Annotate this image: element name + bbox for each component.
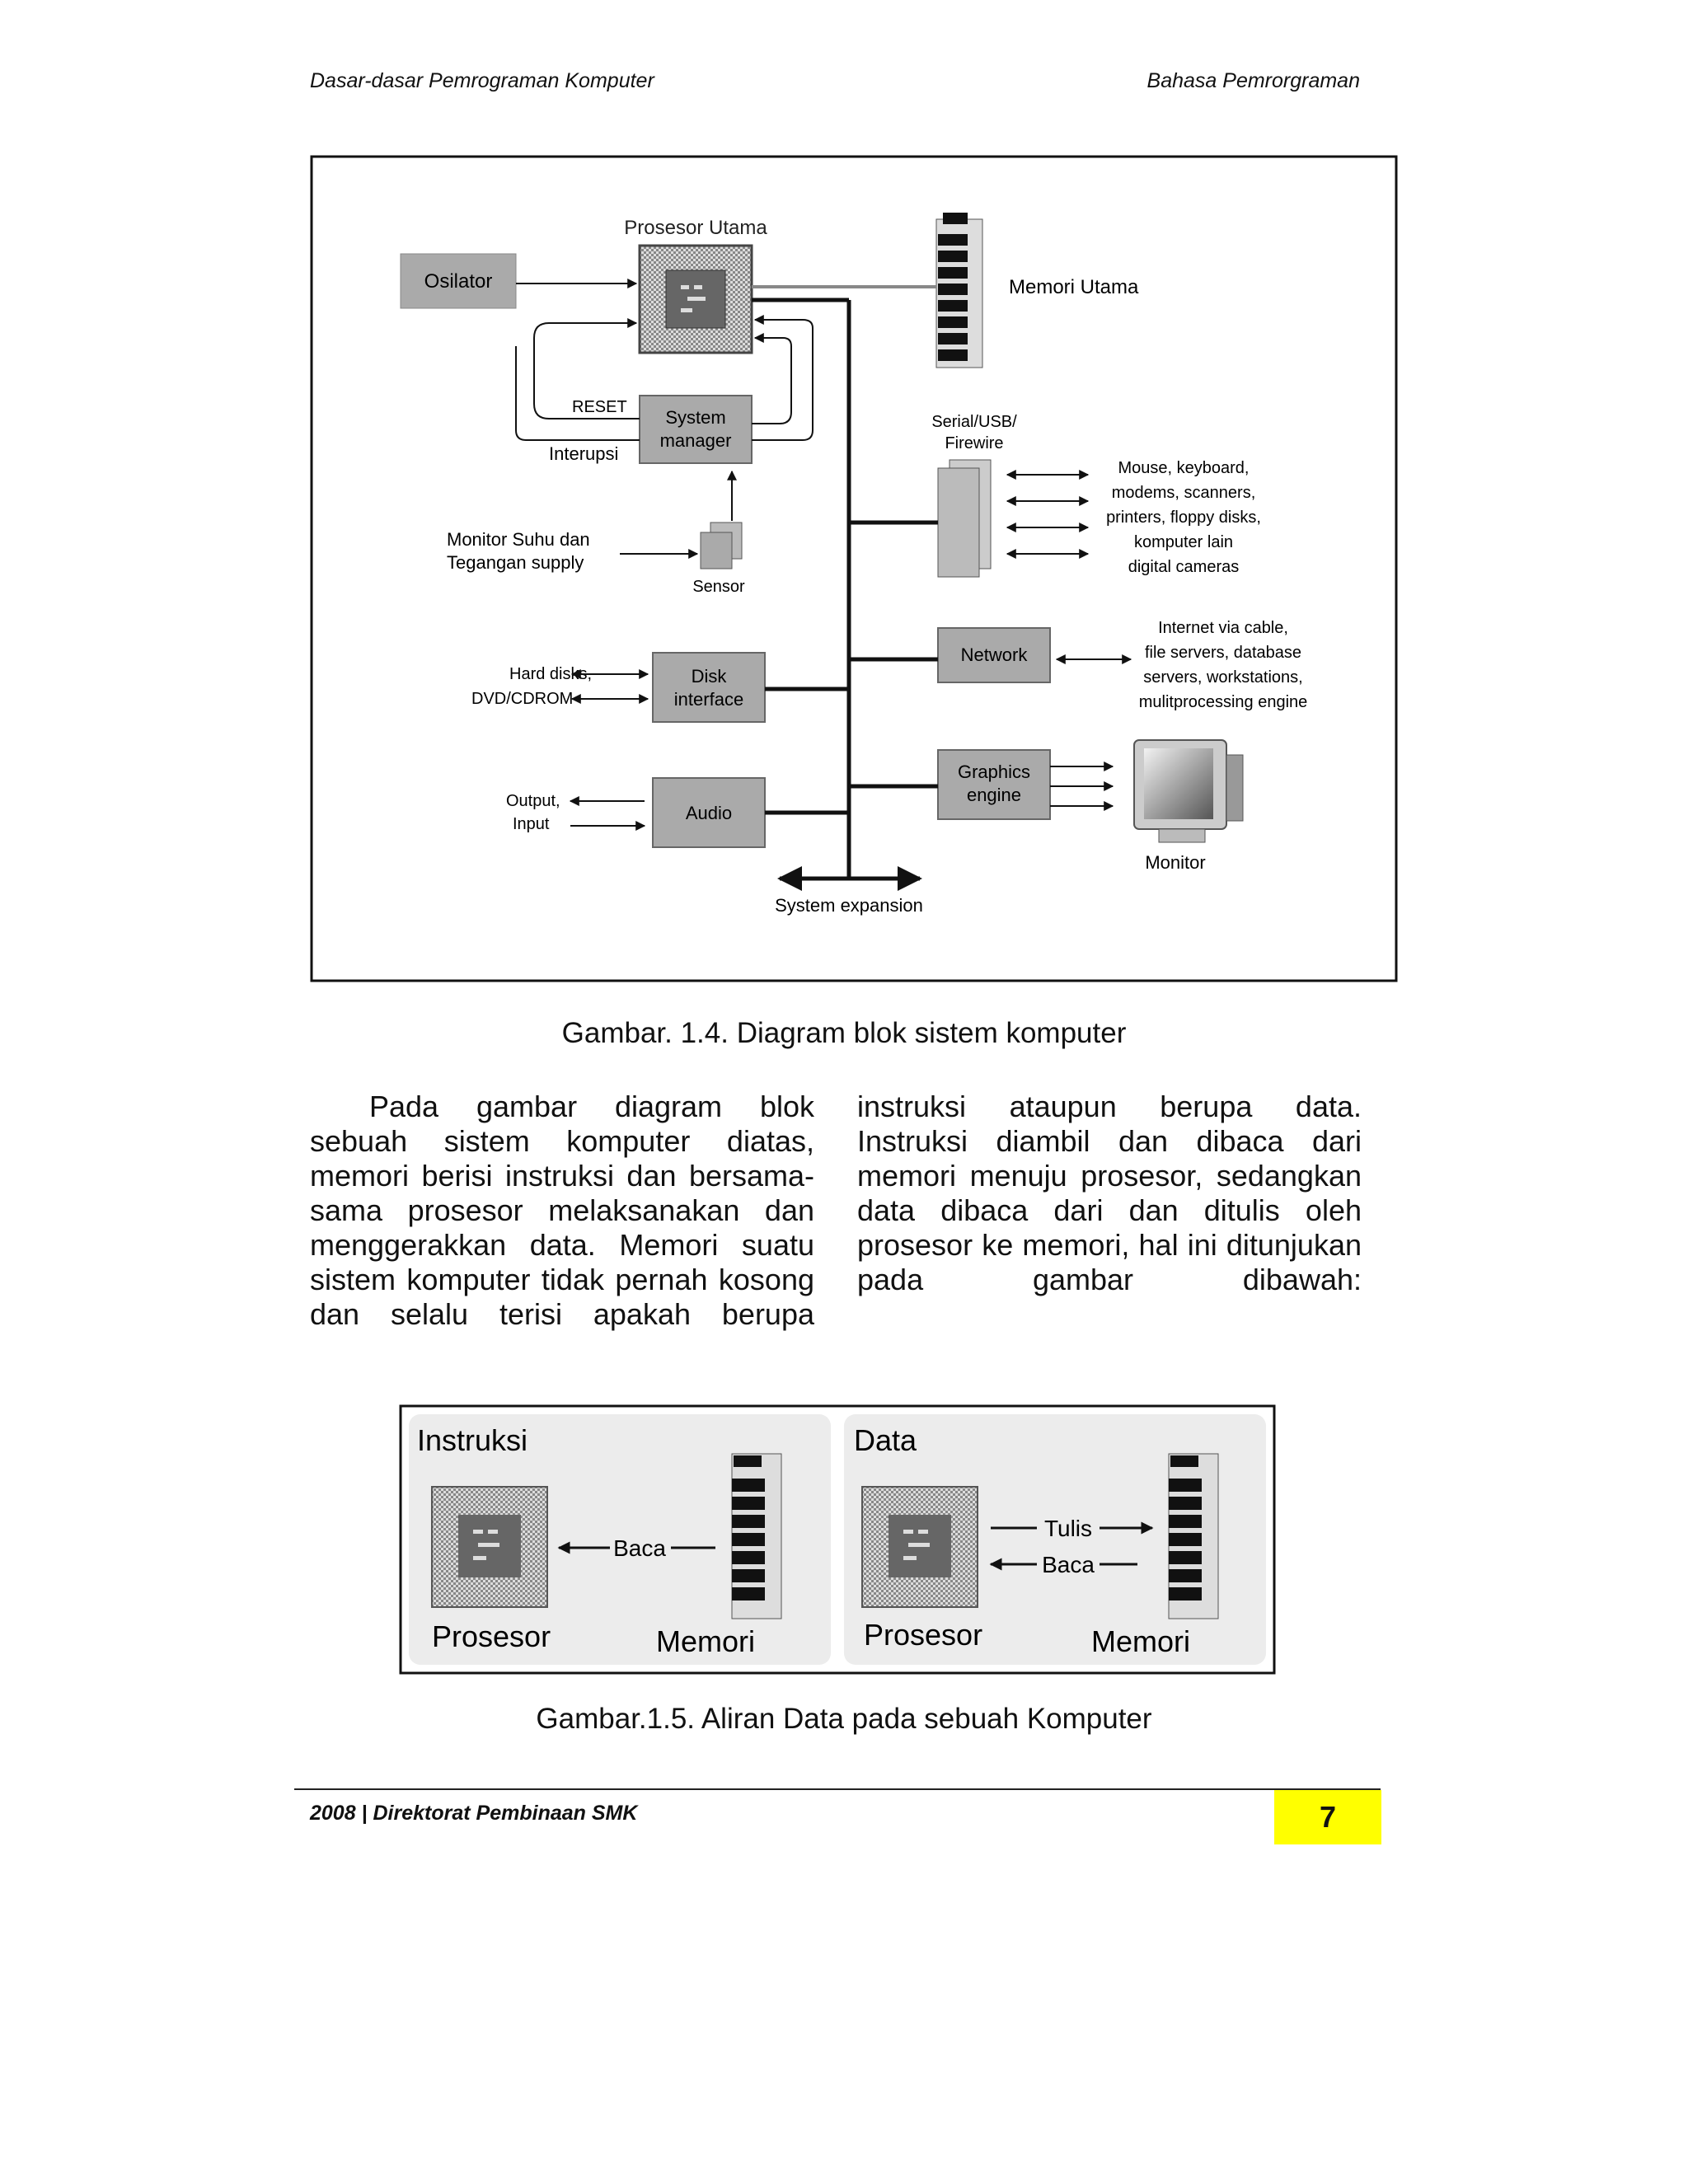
svg-text:engine: engine	[967, 785, 1021, 805]
svg-text:manager: manager	[660, 430, 732, 451]
figure1-caption: Gambar. 1.4. Diagram blok sistem kompute…	[561, 1017, 1127, 1049]
header-chapter-title: Bahasa Pemrorgraman	[1146, 69, 1360, 92]
svg-text:DVD/CDROM: DVD/CDROM	[471, 690, 573, 708]
instruction-title: Instruksi	[417, 1423, 528, 1457]
memory-label-left: Memori	[656, 1624, 755, 1658]
svg-text:Input: Input	[513, 815, 550, 833]
svg-text:file servers, database: file servers, database	[1145, 644, 1301, 662]
svg-text:modems, scanners,: modems, scanners,	[1112, 484, 1256, 502]
svg-text:Monitor: Monitor	[1145, 852, 1205, 873]
svg-text:interface: interface	[674, 689, 743, 710]
svg-text:servers, workstations,: servers, workstations,	[1143, 668, 1302, 687]
main-memory-label: Memori Utama	[1009, 276, 1139, 298]
monitor-icon	[1133, 739, 1244, 843]
processor-label-right: Prosesor	[864, 1618, 982, 1652]
svg-text:Serial/USB/: Serial/USB/	[931, 413, 1017, 431]
processor-label: Prosesor Utama	[624, 217, 767, 239]
system-expansion-label: System expansion	[775, 895, 923, 916]
oscillator-label: Osilator	[424, 270, 493, 293]
memory-label-right: Memori	[1091, 1624, 1190, 1658]
reset-label: RESET	[572, 398, 627, 416]
data-title: Data	[854, 1423, 917, 1457]
read-label-right: Baca	[1042, 1552, 1095, 1577]
svg-text:Monitor Suhu dan: Monitor Suhu dan	[447, 529, 590, 550]
network-box	[937, 627, 1051, 683]
page-number: 7	[1274, 1790, 1381, 1844]
svg-text:Output,: Output,	[506, 792, 560, 810]
body-paragraph-right: instruksi ataupun berupa data. Instruksi…	[857, 1090, 1362, 1296]
processor-label-left: Prosesor	[432, 1619, 551, 1653]
svg-text:Internet via cable,: Internet via cable,	[1158, 619, 1288, 637]
svg-text:komputer lain: komputer lain	[1134, 533, 1233, 551]
footer-rule	[294, 1788, 1381, 1790]
memory-icon-right	[1168, 1453, 1219, 1619]
header-book-title: Dasar-dasar Pemrograman Komputer	[310, 69, 654, 92]
svg-text:Sensor: Sensor	[692, 578, 745, 596]
system-manager-box	[639, 395, 753, 464]
audio-box	[652, 777, 766, 848]
svg-text:Network: Network	[961, 644, 1029, 665]
data-flow-diagram: Instruksi Prosesor Memori Baca Data Pros…	[399, 1404, 1276, 1675]
read-label-left: Baca	[613, 1535, 666, 1561]
graphics-engine-box	[937, 749, 1051, 820]
svg-text:digital cameras: digital cameras	[1128, 558, 1240, 576]
oscillator-box	[400, 253, 517, 309]
interrupt-label: Interupsi	[549, 443, 618, 464]
body-paragraph-left: Pada gambar diagram blok sebuah sistem k…	[310, 1090, 814, 1331]
svg-text:Mouse, keyboard,: Mouse, keyboard,	[1118, 459, 1250, 477]
svg-text:Audio: Audio	[686, 803, 732, 823]
footer-text: 2008 | Direktorat Pembinaan SMK	[310, 1802, 638, 1825]
svg-text:mulitprocessing engine: mulitprocessing engine	[1139, 693, 1308, 711]
svg-text:Graphics: Graphics	[958, 762, 1030, 782]
system-block-diagram: Prosesor Utama Osilator Memori Utama Sys…	[310, 155, 1398, 982]
figure2-caption: Gambar.1.5. Aliran Data pada sebuah Komp…	[536, 1703, 1152, 1735]
memory-icon-left	[731, 1453, 782, 1619]
svg-text:Disk: Disk	[692, 666, 728, 687]
write-label: Tulis	[1044, 1516, 1092, 1541]
svg-text:Tegangan supply: Tegangan supply	[447, 552, 584, 573]
svg-text:printers, floppy disks,: printers, floppy disks,	[1106, 509, 1261, 527]
disk-interface-box	[652, 652, 766, 723]
serial-port-box	[937, 467, 980, 578]
processor-chip	[638, 244, 753, 354]
sensor-icon	[700, 532, 733, 569]
svg-text:Firewire: Firewire	[945, 434, 1003, 452]
main-memory-icon	[935, 213, 983, 368]
svg-text:System: System	[665, 407, 725, 428]
